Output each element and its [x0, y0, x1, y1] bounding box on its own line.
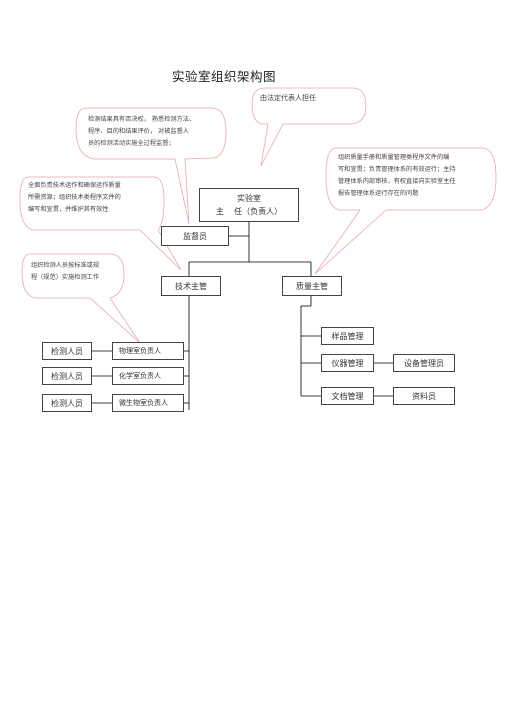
- callout-bubble-tech: [19, 176, 182, 271]
- inspector-label: 检测人员: [51, 371, 83, 381]
- callout-tech: 全面负责技术运作和确保运作质量 所需资源；组织技术类程序文件的 编写和宣贯，并维…: [28, 180, 121, 216]
- lab-director-title: 实验室: [237, 194, 261, 203]
- equipment-admin-box: 设备管理员: [393, 354, 455, 372]
- tech-manager-label: 技术主管: [175, 281, 207, 291]
- callout-tech-line: 所需资源；组织技术类程序文件的: [28, 194, 121, 201]
- page-title: 实验室组织架构图: [172, 69, 277, 84]
- supervisor-box: 监督员: [161, 226, 229, 246]
- tech-manager-box: 技术主管: [161, 276, 221, 296]
- callout-inspector-line: 程（规范）实施检测工作: [31, 274, 100, 281]
- room-head-box: 微生物室负责人: [112, 394, 184, 412]
- callout-supervisor: 检测结果具有否决权， 熟悉检测方法、 程序、目的和结果评价， 对被监督人 员的检…: [88, 114, 195, 150]
- room-head-box: 物理室负责人: [112, 342, 184, 360]
- callout-supervisor-line: 员的检测活动实施全过程监督；: [88, 140, 175, 147]
- quality-manager-label: 质量主管: [296, 281, 328, 291]
- callout-quality-line: 报告管理体系运行存在的问题: [338, 190, 419, 197]
- archivist-label: 资料员: [412, 391, 436, 401]
- lab-director-subtitle: 主 任（负责人）: [215, 207, 283, 216]
- callout-tech-line: 编写和宣贯，并维护其有效性: [28, 206, 109, 213]
- document-mgmt-label: 文档管理: [331, 391, 364, 401]
- callout-rep: 由法定代表人担任: [260, 94, 316, 102]
- callout-tech-line: 全面负责技术运作和确保运作质量: [28, 182, 121, 189]
- callout-supervisor-line: 程序、目的和结果评价， 对被监督人: [88, 128, 189, 135]
- callout-quality-line: 组织质量手册和质量管理类程序文件的编: [338, 154, 450, 161]
- inspector-label: 检测人员: [51, 346, 83, 356]
- inspector-box: 检测人员: [42, 394, 92, 412]
- room-head-box: 化学室负责人: [112, 367, 184, 385]
- room-head-label: 微生物室负责人: [119, 399, 168, 407]
- instrument-mgmt-label: 仪器管理: [331, 358, 364, 368]
- callout-bubble-quality: [314, 147, 497, 275]
- archivist-box: 资料员: [393, 387, 455, 405]
- sample-mgmt-box: 样品管理: [321, 327, 374, 345]
- lab-director-box: 实验室 主 任（负责人）: [199, 188, 299, 222]
- instrument-mgmt-box: 仪器管理: [321, 354, 374, 372]
- callout-bubble-rep: [251, 87, 367, 167]
- room-head-label: 化学室负责人: [119, 372, 161, 380]
- supervisor-label: 监督员: [183, 231, 207, 241]
- callout-quality-line: 管理体系内部审核，有权直接向实验室主任: [338, 178, 456, 185]
- inspector-label: 检测人员: [51, 398, 83, 408]
- inspector-box: 检测人员: [42, 367, 92, 385]
- sample-mgmt-label: 样品管理: [331, 331, 364, 341]
- callout-supervisor-line: 检测结果具有否决权， 熟悉检测方法、: [88, 116, 196, 123]
- callout-inspector: 组织检测人员按标准或规 程（规范）实施检测工作: [31, 260, 99, 284]
- document-mgmt-box: 文档管理: [321, 387, 374, 405]
- equipment-admin-label: 设备管理员: [404, 358, 444, 368]
- inspector-box: 检测人员: [42, 342, 92, 360]
- callout-quality: 组织质量手册和质量管理类程序文件的编 写和宣贯；负责管理体系的有效运行；主持 管…: [338, 152, 456, 200]
- room-head-label: 物理室负责人: [119, 347, 161, 355]
- callout-inspector-line: 组织检测人员按标准或规: [31, 262, 100, 269]
- callout-quality-line: 写和宣贯；负责管理体系的有效运行；主持: [338, 166, 456, 173]
- quality-manager-box: 质量主管: [282, 276, 342, 296]
- callout-bubble-supervisor: [75, 107, 227, 225]
